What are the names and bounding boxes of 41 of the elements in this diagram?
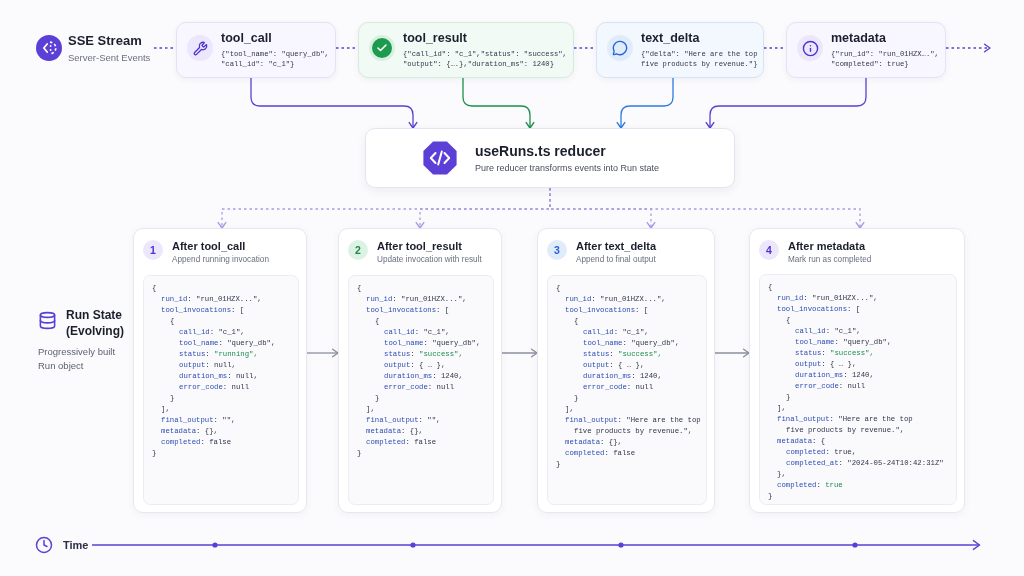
step-description: Update invocation with result xyxy=(377,254,482,265)
step-number: 4 xyxy=(759,240,779,260)
step-description: Mark run as completed xyxy=(788,254,872,265)
arrow xyxy=(945,43,991,53)
state-panel xyxy=(133,228,307,513)
section-description: Progressively built Run object xyxy=(38,345,117,373)
step-title: After text_delta xyxy=(576,239,657,253)
step-number: 3 xyxy=(547,240,567,260)
source-title: SSE Stream xyxy=(68,32,142,49)
event-card xyxy=(358,22,574,78)
arrow xyxy=(714,348,750,358)
arrow xyxy=(501,348,538,358)
arrow xyxy=(549,187,865,229)
event-card xyxy=(786,22,946,78)
state-panel xyxy=(749,228,965,513)
step-title: After tool_call xyxy=(172,239,246,253)
event-card xyxy=(596,22,764,78)
state-panel xyxy=(338,228,502,513)
arrow xyxy=(306,348,339,358)
step-title: After tool_result xyxy=(377,239,462,253)
event-name: tool_call xyxy=(221,31,272,46)
event-card xyxy=(176,22,336,78)
section-title: Run State (Evolving) xyxy=(66,307,125,339)
reducer-description: Pure reducer transforms events into Run state xyxy=(475,161,660,174)
reducer-title: useRuns.ts reducer xyxy=(475,142,606,160)
arrow xyxy=(705,77,867,129)
step-description: Append running invocation xyxy=(172,254,269,265)
arrow xyxy=(616,77,674,129)
axis-label: Time xyxy=(63,538,89,552)
arrow xyxy=(250,77,418,129)
event-name: metadata xyxy=(831,31,886,46)
event-name: text_delta xyxy=(641,31,700,46)
arrow xyxy=(462,77,535,129)
step-number: 2 xyxy=(348,240,368,260)
event-name: tool_result xyxy=(403,31,467,46)
step-description: Append to final output xyxy=(576,254,656,265)
state-panel xyxy=(537,228,715,513)
source-subtitle: Server-Sent Events xyxy=(68,51,151,64)
reducer-card xyxy=(365,128,735,188)
step-number: 1 xyxy=(143,240,163,260)
step-title: After metadata xyxy=(788,239,866,253)
